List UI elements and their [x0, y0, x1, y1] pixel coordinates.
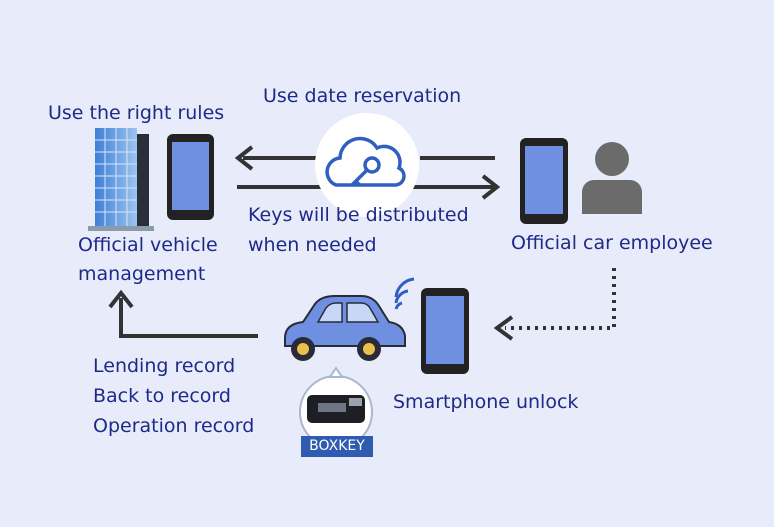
reservation-label: Use date reservation: [263, 85, 462, 107]
arrow-to-vehicle-management: [108, 289, 258, 338]
wifi-signal-icon: [394, 277, 415, 310]
person-icon: [582, 142, 642, 214]
employee-label: Official car employee: [511, 232, 713, 254]
car-icon: [284, 295, 406, 361]
arrow-to-management: [234, 145, 316, 171]
vehicle-management-label-line2: management: [78, 263, 206, 285]
operation-record-label: Operation record: [93, 415, 255, 437]
boxkey-badge-label: BOXKEY: [309, 438, 365, 454]
keys-when-needed-label: when needed: [248, 234, 377, 256]
smartphone-icon: [520, 138, 568, 224]
smartphone-unlock-label: Smartphone unlock: [393, 391, 579, 413]
back-to-record-label: Back to record: [93, 385, 231, 407]
cloud-key-icon: [315, 113, 419, 217]
arrow-to-smartphone-unlock: [493, 268, 616, 341]
smartphone-icon: [421, 288, 469, 374]
boxkey-device-icon: [299, 366, 373, 449]
vehicle-management-label-line1: Official vehicle: [78, 234, 218, 256]
boxkey-badge: [301, 436, 373, 457]
smartphone-icon: [167, 134, 214, 220]
keys-distributed-label: Keys will be distributed: [248, 204, 469, 226]
office-building-icon: [88, 128, 154, 231]
rules-label: Use the right rules: [48, 102, 225, 124]
lending-record-label: Lending record: [93, 355, 236, 377]
